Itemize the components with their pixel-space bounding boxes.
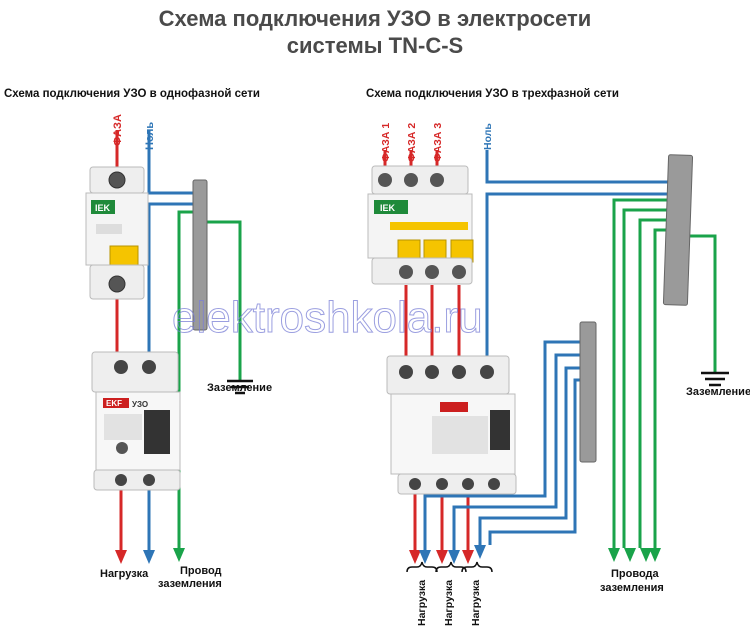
right-ground-wire-1 <box>612 198 670 548</box>
left-rcd-brand: EKF <box>106 399 122 408</box>
right-neutral-wire-mid <box>485 192 668 358</box>
left-breaker-brand: IEK <box>95 203 111 213</box>
right-subtitle: Схема подключения УЗО в трехфазной сети <box>366 88 619 100</box>
right-rcd <box>386 355 517 495</box>
left-ground-symbol <box>227 379 253 395</box>
right-ground4-arrow <box>649 548 661 562</box>
right-load2-label: Нагрузка <box>443 580 455 626</box>
left-ground-label: Заземление <box>207 382 273 394</box>
right-neutral-out-3 <box>478 366 585 550</box>
right-ground1-arrow <box>608 548 620 562</box>
right-ground-wire-2 <box>622 208 670 548</box>
left-phase-arrow <box>115 550 127 564</box>
title-line-1: Схема подключения УЗО в электросети <box>158 6 592 31</box>
right-ground3-arrow <box>640 548 652 562</box>
left-busbar <box>192 179 208 331</box>
watermark: elektroshkola.ru <box>172 293 483 342</box>
left-arrows <box>115 548 185 564</box>
right-neutral-wire-in <box>485 150 668 184</box>
right-busbar-top <box>662 154 694 306</box>
right-load3-label: Нагрузка <box>470 580 482 626</box>
right-arrows <box>409 545 661 564</box>
title-line-2: системы TN-C-S <box>286 33 464 58</box>
left-subtitle: Схема подключения УЗО в однофазной сети <box>4 88 260 100</box>
right-breaker-logo <box>374 200 408 214</box>
left-ground-arrow <box>173 548 185 562</box>
right-ground-wires-label-1: Провода <box>611 568 659 580</box>
left-neutral-arrow <box>143 550 155 564</box>
left-neutral-wire-in <box>147 130 196 195</box>
left-ground-wire-label-1: Провод <box>180 565 222 577</box>
right-neutral-out-1 <box>423 340 585 550</box>
left-neutral-label: Ноль <box>144 122 156 150</box>
right-busbar-mid <box>579 321 597 463</box>
right-ground-wire-4 <box>653 228 670 548</box>
left-load-label: Нагрузка <box>100 568 149 580</box>
right-ground-wires-label-2: заземления <box>600 582 664 594</box>
left-ground-wire-label-2: заземления <box>158 578 222 590</box>
left-rcd-test-button <box>116 442 128 454</box>
left-breaker-logo <box>91 200 115 214</box>
right-ground-label: Заземление <box>686 386 750 398</box>
right-neutral2-arrow <box>448 550 460 564</box>
right-rcd-toggle <box>490 410 510 450</box>
right-ground-bus-wire <box>685 234 717 372</box>
left-ground-bus-wire <box>203 220 242 380</box>
right-phase1-label: ФАЗА 1 <box>380 123 392 162</box>
right-phase1-arrow <box>409 550 421 564</box>
left-rcd-label: УЗО <box>132 400 148 409</box>
right-neutral-label: Ноль <box>482 123 494 150</box>
left-phase-label: ФАЗА <box>112 114 124 146</box>
left-breaker: IEK <box>85 166 149 300</box>
right-breaker: IEK <box>367 165 474 285</box>
right-neutral3-arrow <box>474 545 486 559</box>
right-ground-wire-3 <box>638 218 670 548</box>
left-rcd-toggle <box>144 410 170 454</box>
right-neutral1-arrow <box>419 550 431 564</box>
right-neutral-out-2 <box>452 353 585 550</box>
left-rcd-logo <box>103 398 129 408</box>
right-phase3-arrow <box>462 550 474 564</box>
right-breaker-brand: IEK <box>380 203 396 213</box>
left-rcd: EKF УЗО <box>91 351 181 491</box>
right-load1-label: Нагрузка <box>416 580 428 626</box>
right-phase2-arrow <box>436 550 448 564</box>
right-phase3-label: ФАЗА 3 <box>432 123 444 162</box>
right-phase2-label: ФАЗА 2 <box>406 123 418 162</box>
right-ground2-arrow <box>624 548 636 562</box>
right-neutral-out-4 <box>488 378 585 545</box>
right-ground-symbol <box>701 371 729 387</box>
right-load-braces <box>406 561 493 573</box>
left-neutral-wire-mid <box>147 202 196 355</box>
